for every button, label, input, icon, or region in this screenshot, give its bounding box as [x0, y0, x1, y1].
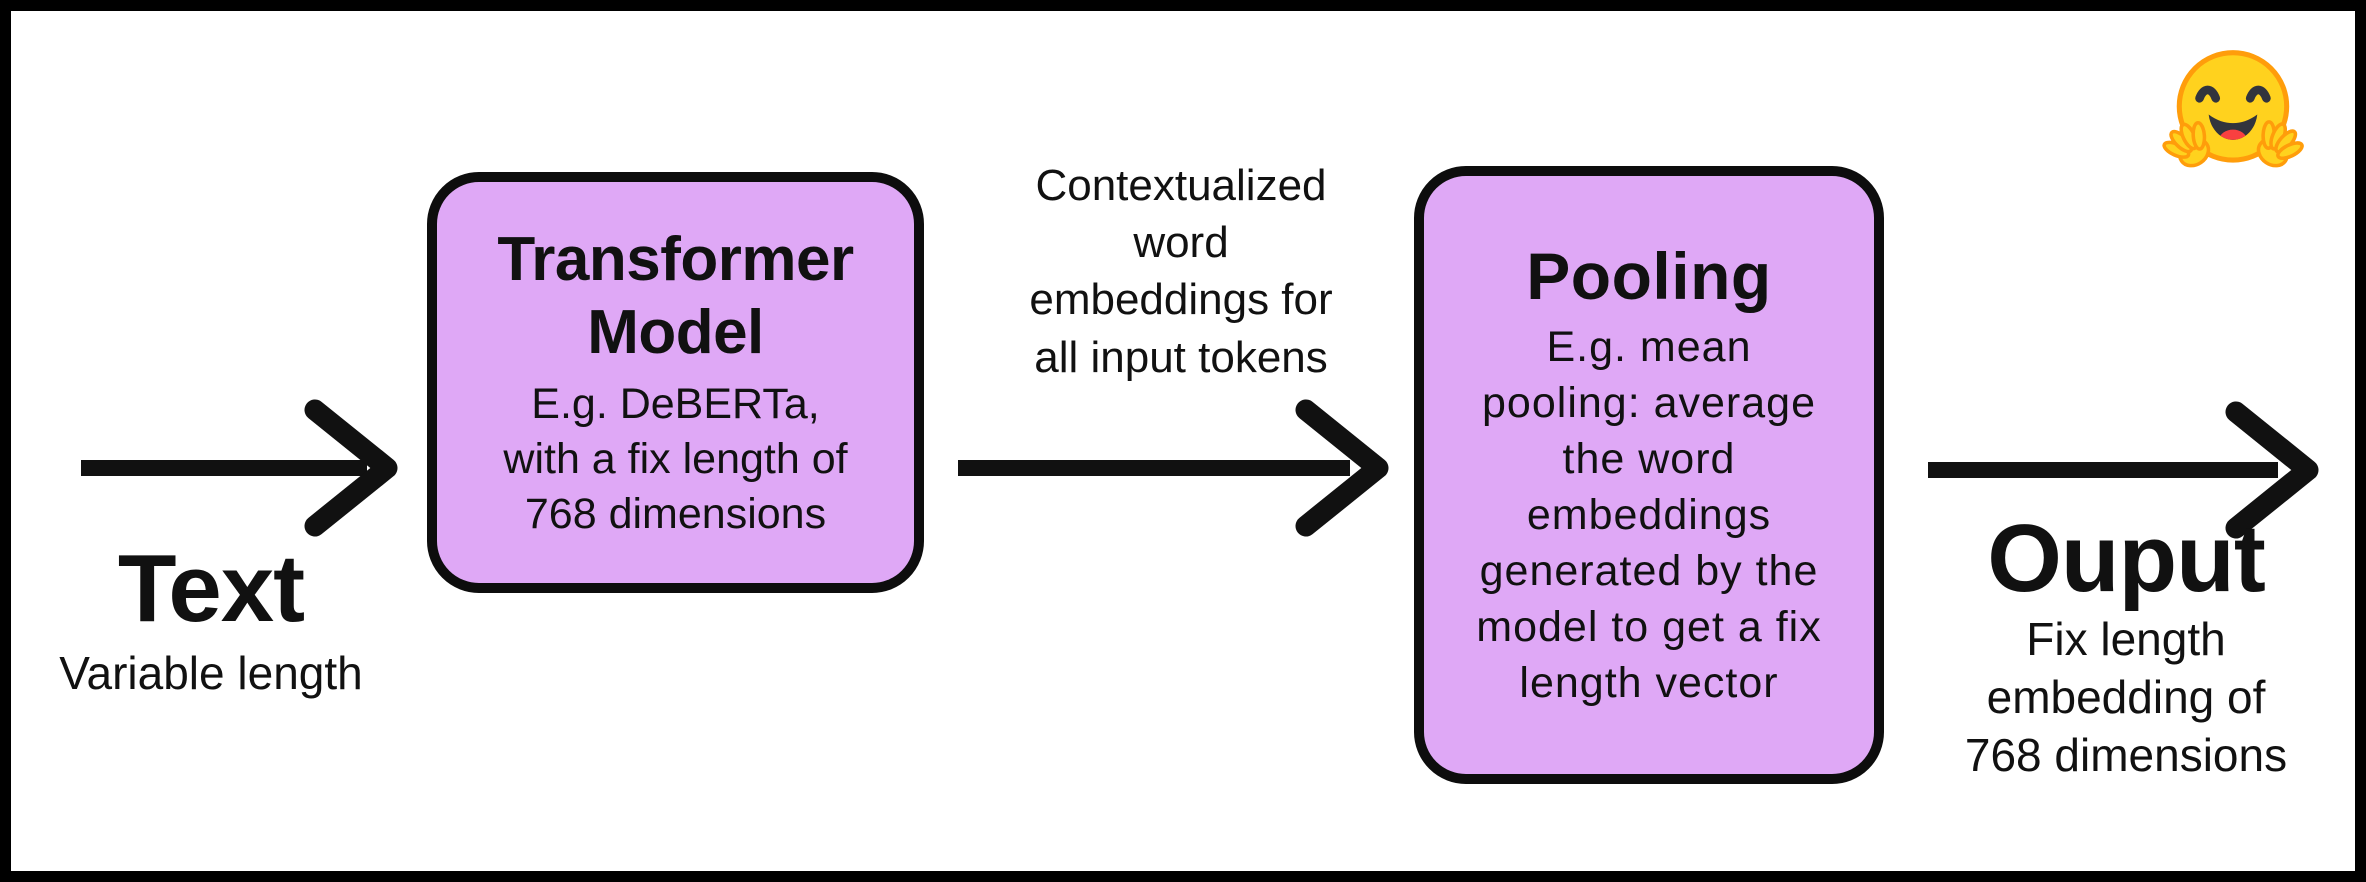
- output-title: Ouput: [1987, 505, 2266, 612]
- output-caption-line: embedding of: [1986, 670, 2266, 723]
- contextualized-embeddings-label: Contextualized word embeddings for all i…: [951, 157, 1411, 386]
- pooling-body-line: the word: [1562, 435, 1736, 484]
- input-label: Text Variable length: [31, 541, 391, 703]
- transformer-body-line: E.g. DeBERTa,: [531, 380, 820, 429]
- input-title: Text: [117, 535, 305, 642]
- pooling-box: Pooling E.g. mean pooling: average the w…: [1414, 166, 1884, 784]
- emoji-mouth: [2208, 114, 2258, 140]
- arrow-right-icon: [1928, 401, 2319, 539]
- pooling-body-line: generated by the: [1479, 546, 1819, 595]
- pooling-body-line: length vector: [1519, 658, 1779, 707]
- transformer-body-line: 768 dimensions: [524, 490, 827, 539]
- output-label: Ouput Fix length embedding of 768 dimens…: [1916, 511, 2336, 785]
- output-caption-line: Fix length: [2026, 613, 2226, 665]
- arrow-label-line: word: [1133, 218, 1229, 268]
- input-caption: Variable length: [59, 647, 363, 699]
- transformer-title: Transformer Model: [497, 223, 854, 369]
- output-caption-line: 768 dimensions: [1964, 728, 2288, 781]
- arrow-label-line: all input tokens: [1034, 332, 1328, 382]
- transformer-model-box: Transformer Model E.g. DeBERTa, with a f…: [427, 172, 924, 593]
- emoji-left-eye-icon: [2195, 85, 2221, 103]
- emoji-left-hand: [2162, 120, 2211, 168]
- transformer-title-line: Model: [587, 297, 764, 367]
- emoji-face: [2176, 50, 2290, 163]
- output-caption: Fix length embedding of 768 dimensions: [1916, 611, 2336, 785]
- pooling-body: E.g. mean pooling: average the word embe…: [1476, 320, 1821, 711]
- pooling-body-line: embeddings: [1526, 490, 1772, 539]
- pooling-body-line: pooling: average: [1482, 379, 1816, 428]
- pooling-title: Pooling: [1526, 239, 1772, 314]
- transformer-body-line: with a fix length of: [503, 435, 848, 484]
- pooling-body-line: E.g. mean: [1546, 323, 1752, 372]
- transformer-body: E.g. DeBERTa, with a fix length of 768 d…: [503, 377, 847, 542]
- arrow-right-icon: [81, 399, 398, 537]
- arrow-label-line: embeddings for: [1029, 275, 1333, 325]
- arrow-right-icon: [958, 399, 1389, 537]
- emoji-tongue: [2219, 129, 2247, 140]
- emoji-right-eye-icon: [2245, 85, 2271, 103]
- emoji-right-hand: [2256, 120, 2304, 168]
- hugging-face-emoji: [2162, 50, 2304, 168]
- arrow-label-line: Contextualized: [1035, 161, 1327, 210]
- pooling-body-line: model to get a fix: [1476, 602, 1822, 651]
- transformer-title-line: Transformer: [497, 224, 854, 294]
